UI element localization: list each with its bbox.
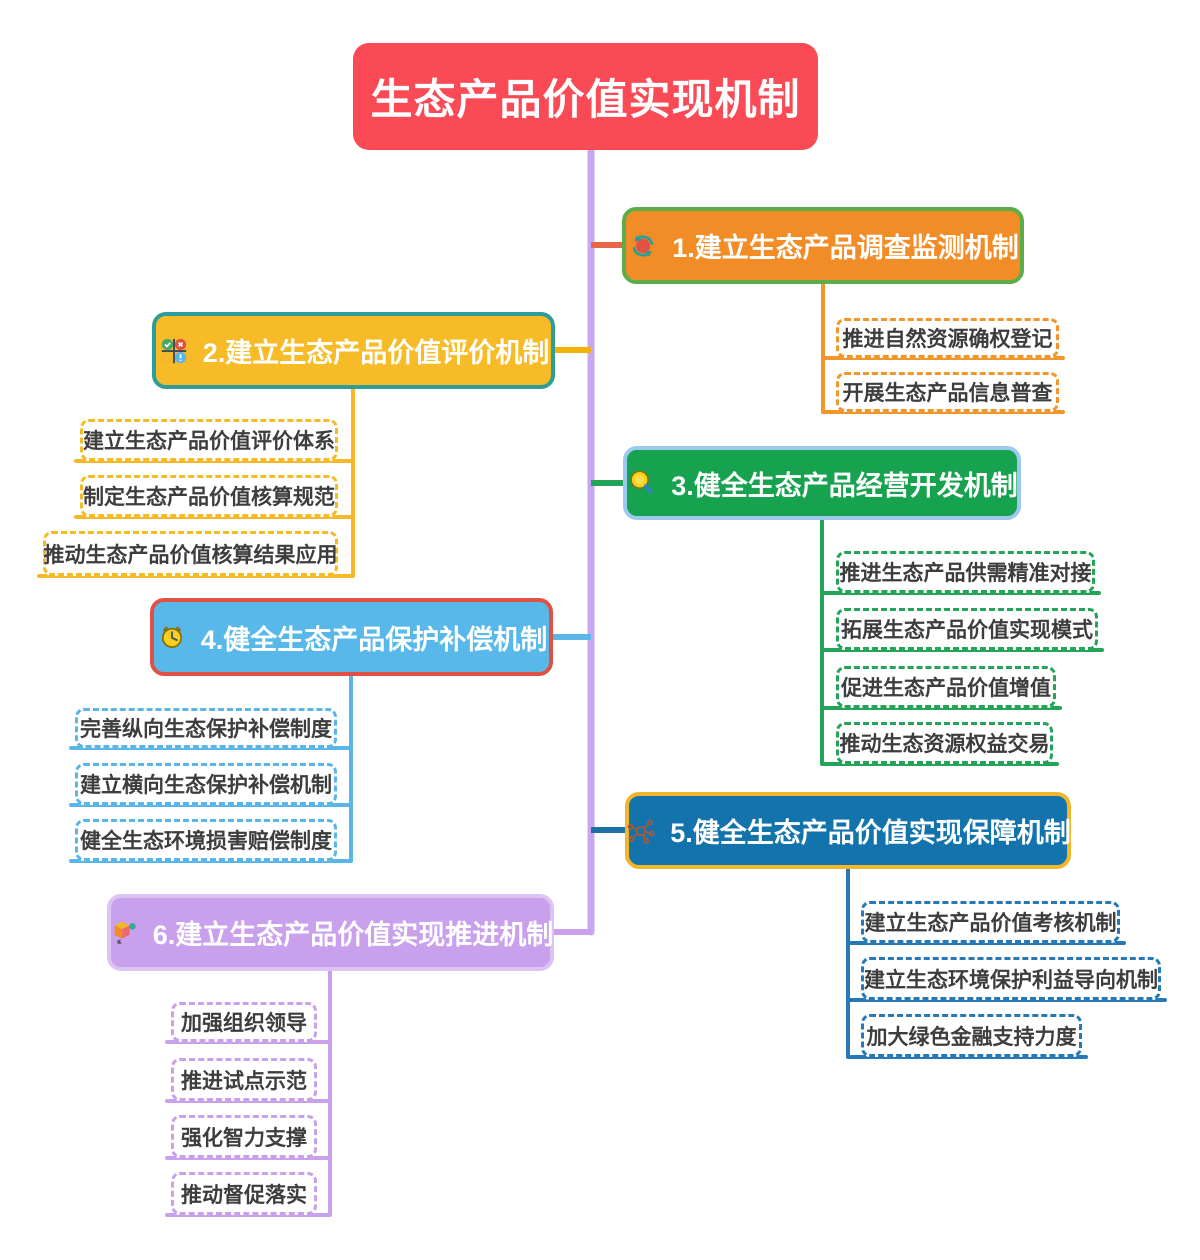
child-label: 建立生态环境保护利益导向机制 — [864, 968, 1158, 992]
branch-node-3[interactable]: 3.健全生态产品经营开发机制 — [623, 446, 1021, 520]
child-node[interactable]: 完善纵向生态保护补偿制度 — [75, 708, 337, 748]
root-node[interactable]: 生态产品价值实现机制 — [353, 43, 818, 150]
child-node[interactable]: 促进生态产品价值增值 — [836, 666, 1056, 708]
branch-6-child-wires — [165, 969, 332, 1217]
child-label: 加大绿色金融支持力度 — [866, 1025, 1077, 1049]
branch-label: 5.健全生态产品价值实现保障机制 — [670, 818, 1071, 848]
child-node[interactable]: 建立生态环境保护利益导向机制 — [861, 957, 1161, 1000]
child-label: 制定生态产品价值核算规范 — [83, 486, 335, 509]
child-node[interactable]: 建立横向生态保护补偿机制 — [75, 763, 337, 805]
child-node[interactable]: 健全生态环境损害赔偿制度 — [75, 819, 337, 861]
cube-icon — [108, 917, 140, 949]
branch-label: 1.建立生态产品调查监测机制 — [672, 233, 1019, 263]
child-label: 推进自然资源确权登记 — [842, 328, 1053, 351]
clock-icon — [156, 621, 188, 653]
child-node[interactable]: 强化智力支撑 — [171, 1115, 317, 1158]
branch-label: 4.健全生态产品保护补偿机制 — [200, 624, 548, 655]
child-label: 拓展生态产品价值实现模式 — [841, 619, 1093, 642]
branch-2-child-wires — [37, 387, 355, 578]
branch-node-6[interactable]: 6.建立生态产品价值实现推进机制 — [107, 894, 554, 971]
child-node[interactable]: 推进自然资源确权登记 — [836, 318, 1059, 358]
branch-3-child-wires — [820, 518, 1104, 766]
child-node[interactable]: 推动督促落实 — [171, 1172, 317, 1215]
branch-label: 2.建立生态产品价值评价机制 — [202, 338, 550, 368]
magnifier-icon — [626, 467, 658, 499]
child-node[interactable]: 建立生态产品价值评价体系 — [80, 419, 338, 461]
child-label: 推动生态产品价值核算结果应用 — [43, 543, 338, 567]
branch-1-child-wires — [821, 282, 1065, 414]
child-label: 推动督促落实 — [181, 1183, 307, 1207]
branch-node-5[interactable]: 5.健全生态产品价值实现保障机制 — [625, 792, 1071, 869]
branch-4-child-wires — [69, 674, 353, 863]
child-node[interactable]: 开展生态产品信息普查 — [836, 372, 1059, 412]
child-label: 建立生态产品价值考核机制 — [864, 912, 1117, 935]
child-node[interactable]: 制定生态产品价值核算规范 — [80, 475, 338, 517]
child-label: 推进生态产品供需精准对接 — [839, 562, 1092, 585]
child-label: 推进试点示范 — [181, 1069, 307, 1093]
child-node[interactable]: 推动生态产品价值核算结果应用 — [43, 531, 338, 576]
molecule-icon — [625, 815, 657, 847]
child-node[interactable]: 拓展生态产品价值实现模式 — [836, 608, 1098, 650]
cycle-refresh-icon — [627, 230, 659, 262]
root-label: 生态产品价值实现机制 — [370, 76, 801, 123]
child-node[interactable]: 推进生态产品供需精准对接 — [836, 551, 1095, 593]
child-label: 建立生态产品价值评价体系 — [83, 430, 335, 453]
branch-label: 6.建立生态产品价值实现推进机制 — [152, 920, 554, 950]
grid-status-icon — [158, 335, 190, 367]
child-node[interactable]: 推进试点示范 — [171, 1058, 317, 1101]
branch-node-4[interactable]: 4.健全生态产品保护补偿机制 — [150, 598, 553, 676]
child-node[interactable]: 加强组织领导 — [171, 1002, 317, 1042]
child-node[interactable]: 建立生态产品价值考核机制 — [861, 901, 1120, 943]
child-label: 建立横向生态保护补偿机制 — [80, 774, 332, 797]
child-node[interactable]: 推动生态资源权益交易 — [836, 722, 1053, 764]
branch-5-child-wires — [846, 867, 1167, 1059]
child-label: 加强组织领导 — [181, 1012, 307, 1035]
child-label: 推动生态资源权益交易 — [839, 733, 1050, 756]
branch-node-2[interactable]: 2.建立生态产品价值评价机制 — [152, 312, 555, 389]
child-label: 开展生态产品信息普查 — [842, 382, 1053, 405]
child-label: 强化智力支撑 — [181, 1126, 307, 1150]
child-label: 促进生态产品价值增值 — [841, 677, 1051, 700]
child-label: 完善纵向生态保护补偿制度 — [80, 718, 332, 741]
child-label: 健全生态环境损害赔偿制度 — [80, 830, 332, 853]
child-node[interactable]: 加大绿色金融支持力度 — [861, 1014, 1082, 1057]
branch-node-1[interactable]: 1.建立生态产品调查监测机制 — [622, 207, 1024, 284]
branch-label: 3.健全生态产品经营开发机制 — [671, 470, 1018, 501]
